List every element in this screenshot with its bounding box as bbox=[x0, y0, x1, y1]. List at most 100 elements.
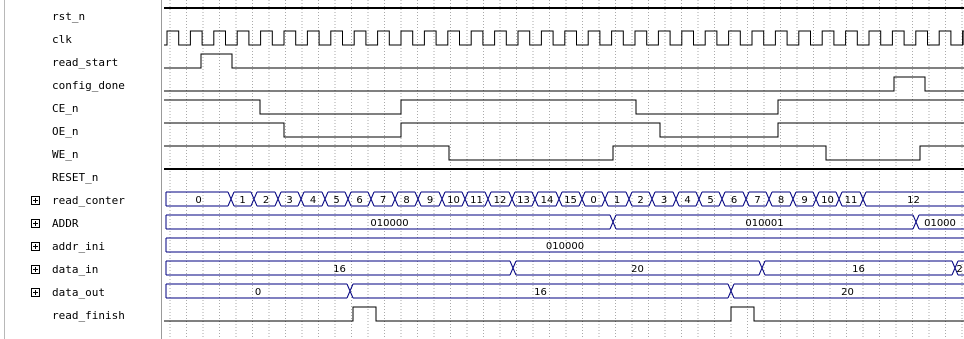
bus-value-label: 6 bbox=[356, 195, 362, 206]
read-finish-wave bbox=[164, 306, 964, 322]
signal-name[interactable]: read_start bbox=[52, 56, 119, 69]
bus-transition bbox=[250, 191, 258, 207]
config-done-wave bbox=[164, 76, 964, 92]
signal-name-panel: rst_n clk read_start config_done CE_n OE… bbox=[0, 0, 162, 339]
addr-ini-wave: 010000 bbox=[165, 237, 964, 253]
signal-name[interactable]: config_done bbox=[52, 79, 125, 92]
bus-transition bbox=[227, 191, 235, 207]
signal-name[interactable]: RESET_n bbox=[52, 171, 99, 184]
expand-plus-icon[interactable] bbox=[31, 219, 40, 228]
bus-value-label: 1 bbox=[614, 195, 620, 206]
signal-row-oe-n[interactable]: OE_n bbox=[0, 121, 160, 144]
bus-value-label: 16 bbox=[852, 264, 865, 275]
bus-value-label: 16 bbox=[333, 264, 346, 275]
expand-plus-icon[interactable] bbox=[31, 242, 40, 251]
bus-transition bbox=[695, 191, 703, 207]
bus-value-label: 6 bbox=[731, 195, 737, 206]
bus-value-label: 7 bbox=[754, 195, 760, 206]
signal-name[interactable]: clk bbox=[52, 33, 72, 46]
bus-value-label: 01000 bbox=[924, 218, 956, 229]
signal-row-config-done[interactable]: config_done bbox=[0, 75, 160, 98]
bus-transition bbox=[321, 191, 329, 207]
bus-transition bbox=[648, 191, 656, 207]
signal-row-clk[interactable]: clk bbox=[0, 29, 160, 52]
signal-row-data-out[interactable]: data_out bbox=[0, 282, 160, 305]
bus-value-label: 13 bbox=[517, 195, 530, 206]
bus-value-label: 11 bbox=[845, 195, 858, 206]
signal-row-we-n[interactable]: WE_n bbox=[0, 144, 160, 167]
bus-value-label: 8 bbox=[778, 195, 784, 206]
expand-plus-icon[interactable] bbox=[31, 288, 40, 297]
signal-name[interactable]: OE_n bbox=[52, 125, 79, 138]
bus-value-label: 0 bbox=[195, 195, 201, 206]
bus-value-label: 12 bbox=[907, 195, 920, 206]
bus-value-label: 15 bbox=[564, 195, 577, 206]
ce-n-wave bbox=[164, 99, 964, 115]
oe-n-wave bbox=[164, 122, 964, 138]
bus-transition bbox=[578, 191, 586, 207]
bus-transition bbox=[912, 214, 920, 230]
signal-name[interactable]: read_finish bbox=[52, 309, 125, 322]
signal-row-read-start[interactable]: read_start bbox=[0, 52, 160, 75]
read-start-wave bbox=[164, 53, 964, 69]
signal-name[interactable]: read_conter bbox=[52, 194, 125, 207]
signal-row-ce-n[interactable]: CE_n bbox=[0, 98, 160, 121]
signal-row-reset-n[interactable]: RESET_n bbox=[0, 167, 160, 190]
bus-value-label: 2 bbox=[637, 195, 643, 206]
bus-value-label: 3 bbox=[661, 195, 667, 206]
signal-row-read-conter[interactable]: read_conter bbox=[0, 190, 160, 213]
signal-row-addr-ini[interactable]: addr_ini bbox=[0, 236, 160, 259]
bus-value-label: 5 bbox=[333, 195, 339, 206]
bus-value-label: 20 bbox=[631, 264, 644, 275]
bus-value-label: 010000 bbox=[546, 241, 584, 252]
bus-value-label: 14 bbox=[541, 195, 554, 206]
bus-transition bbox=[414, 191, 422, 207]
expand-plus-icon[interactable] bbox=[31, 196, 40, 205]
signal-name[interactable]: rst_n bbox=[52, 10, 86, 23]
bus-value-label: 7 bbox=[380, 195, 386, 206]
bus-transition bbox=[789, 191, 797, 207]
signal-row-addr[interactable]: ADDR bbox=[0, 213, 160, 236]
signal-row-data-in[interactable]: data_in bbox=[0, 259, 160, 282]
bus-value-label: 1 bbox=[239, 195, 245, 206]
bus-transition bbox=[859, 191, 867, 207]
bus-transition bbox=[609, 214, 617, 230]
bus-value-label: 2 bbox=[263, 195, 269, 206]
signal-row-read-finish[interactable]: read_finish bbox=[0, 305, 160, 328]
signal-row-rst-n[interactable]: rst_n bbox=[0, 6, 160, 29]
bus-value-label: 11 bbox=[470, 195, 483, 206]
bus-value-label: 5 bbox=[707, 195, 713, 206]
signal-name[interactable]: data_in bbox=[52, 263, 99, 276]
signal-name[interactable]: data_out bbox=[52, 286, 105, 299]
bus-transition bbox=[509, 260, 517, 276]
bus-transition bbox=[274, 191, 282, 207]
bus-transition bbox=[742, 191, 750, 207]
bus-transition bbox=[625, 191, 633, 207]
bus-value-label: 10 bbox=[447, 195, 460, 206]
signal-name[interactable]: addr_ini bbox=[52, 240, 105, 253]
bus-transition bbox=[672, 191, 680, 207]
bus-value-label: 4 bbox=[310, 195, 316, 206]
bus-transition bbox=[461, 191, 469, 207]
bus-transition bbox=[765, 191, 773, 207]
bus-value-label: 9 bbox=[427, 195, 433, 206]
bus-transition bbox=[508, 191, 516, 207]
bus-transition bbox=[951, 260, 959, 276]
clk-wave bbox=[164, 30, 964, 46]
bus-value-label: 3 bbox=[286, 195, 292, 206]
signal-name[interactable]: WE_n bbox=[52, 148, 79, 161]
bus-transition bbox=[531, 191, 539, 207]
panel-rule bbox=[4, 0, 5, 339]
bus-value-label: 010000 bbox=[370, 218, 408, 229]
bus-transition bbox=[758, 260, 766, 276]
expand-plus-icon[interactable] bbox=[31, 265, 40, 274]
bus-transition bbox=[297, 191, 305, 207]
bus-transition bbox=[601, 191, 609, 207]
signal-name[interactable]: ADDR bbox=[52, 217, 79, 230]
bus-value-label: 0 bbox=[255, 287, 261, 298]
grid bbox=[169, 0, 963, 339]
signal-name[interactable]: CE_n bbox=[52, 102, 79, 115]
